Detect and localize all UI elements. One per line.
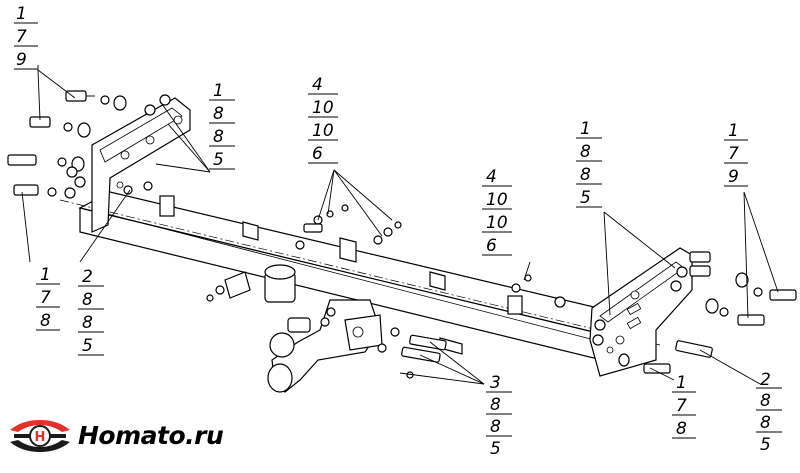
callout-c10-item-1: 7 <box>676 396 687 416</box>
callout-c11-item-0: 2 <box>760 370 771 390</box>
callout-c5-item-0: 1 <box>580 119 591 139</box>
callout-c10-item-2: 8 <box>676 419 687 439</box>
callout-c9-item-3: 5 <box>490 439 501 459</box>
callout-c2-item-0: 1 <box>213 81 224 101</box>
brand-name: Homato.ru <box>78 421 224 450</box>
callout-c11-item-3: 5 <box>760 435 771 455</box>
callout-c8-item-0: 2 <box>82 267 93 287</box>
callout-c2-item-1: 8 <box>213 104 224 124</box>
callout-c5-item-2: 8 <box>580 165 591 185</box>
callout-c7-item-1: 7 <box>40 288 51 308</box>
callout-c6-item-2: 9 <box>728 167 739 187</box>
callout-c1-item-0: 1 <box>16 4 27 24</box>
callout-c2-item-2: 8 <box>213 127 224 147</box>
leader-lines <box>21 65 779 385</box>
callout-c6-item-0: 1 <box>728 121 739 141</box>
callout-c4-item-2: 10 <box>486 213 508 233</box>
callout-c2-item-3: 5 <box>213 150 224 170</box>
callout-c5-item-3: 5 <box>580 188 591 208</box>
callout-c1: 1 7 9 <box>14 4 38 70</box>
callout-c3-item-2: 10 <box>312 121 334 141</box>
callout-c11-item-2: 8 <box>760 413 771 433</box>
callout-c10: 1 7 8 <box>672 373 696 439</box>
callout-c5-item-1: 8 <box>580 142 591 162</box>
callout-c9-item-2: 8 <box>490 417 501 437</box>
callout-c5: 1 8 8 5 <box>576 119 602 208</box>
right-fasteners <box>592 251 797 374</box>
callout-c3-item-3: 6 <box>312 144 323 164</box>
callout-c1-item-2: 9 <box>16 50 27 70</box>
left-side-bracket <box>91 97 191 233</box>
callout-c3-item-0: 4 <box>312 75 323 95</box>
callout-c2: 1 8 8 5 <box>209 81 235 170</box>
callout-c7: 1 7 8 <box>36 265 60 331</box>
callout-c7-item-0: 1 <box>40 265 51 285</box>
callout-c7-item-2: 8 <box>40 311 51 331</box>
callout-c4: 4 10 10 6 <box>482 167 512 256</box>
callout-c9-item-0: 3 <box>490 373 501 393</box>
callout-c3: 4 10 10 6 <box>308 75 338 164</box>
left-fasteners <box>7 90 171 199</box>
callout-c8-item-1: 8 <box>82 290 93 310</box>
callout-c9-item-1: 8 <box>490 395 501 415</box>
callout-c6-item-1: 7 <box>728 144 739 164</box>
callout-c4-item-1: 10 <box>486 190 508 210</box>
callout-c6: 1 7 9 <box>724 121 748 187</box>
callout-c1-item-1: 7 <box>16 27 27 47</box>
callout-c11: 2 8 8 5 <box>756 370 782 455</box>
callout-c11-item-1: 8 <box>760 391 771 411</box>
callout-c8: 2 8 8 5 <box>78 267 104 356</box>
tow-ball-assembly <box>264 264 383 393</box>
center-fasteners <box>206 204 566 379</box>
right-side-bracket <box>589 247 693 377</box>
callout-c8-item-2: 8 <box>82 313 93 333</box>
callout-c4-item-0: 4 <box>486 167 497 187</box>
callout-c9: 3 8 8 5 <box>486 373 512 459</box>
callout-c10-item-0: 1 <box>676 373 687 393</box>
svg-text:H: H <box>35 430 46 445</box>
callout-c3-item-1: 10 <box>312 98 334 118</box>
callout-c8-item-3: 5 <box>82 336 93 356</box>
homato-logo-icon: H <box>10 420 70 452</box>
callout-c4-item-3: 6 <box>486 236 497 256</box>
